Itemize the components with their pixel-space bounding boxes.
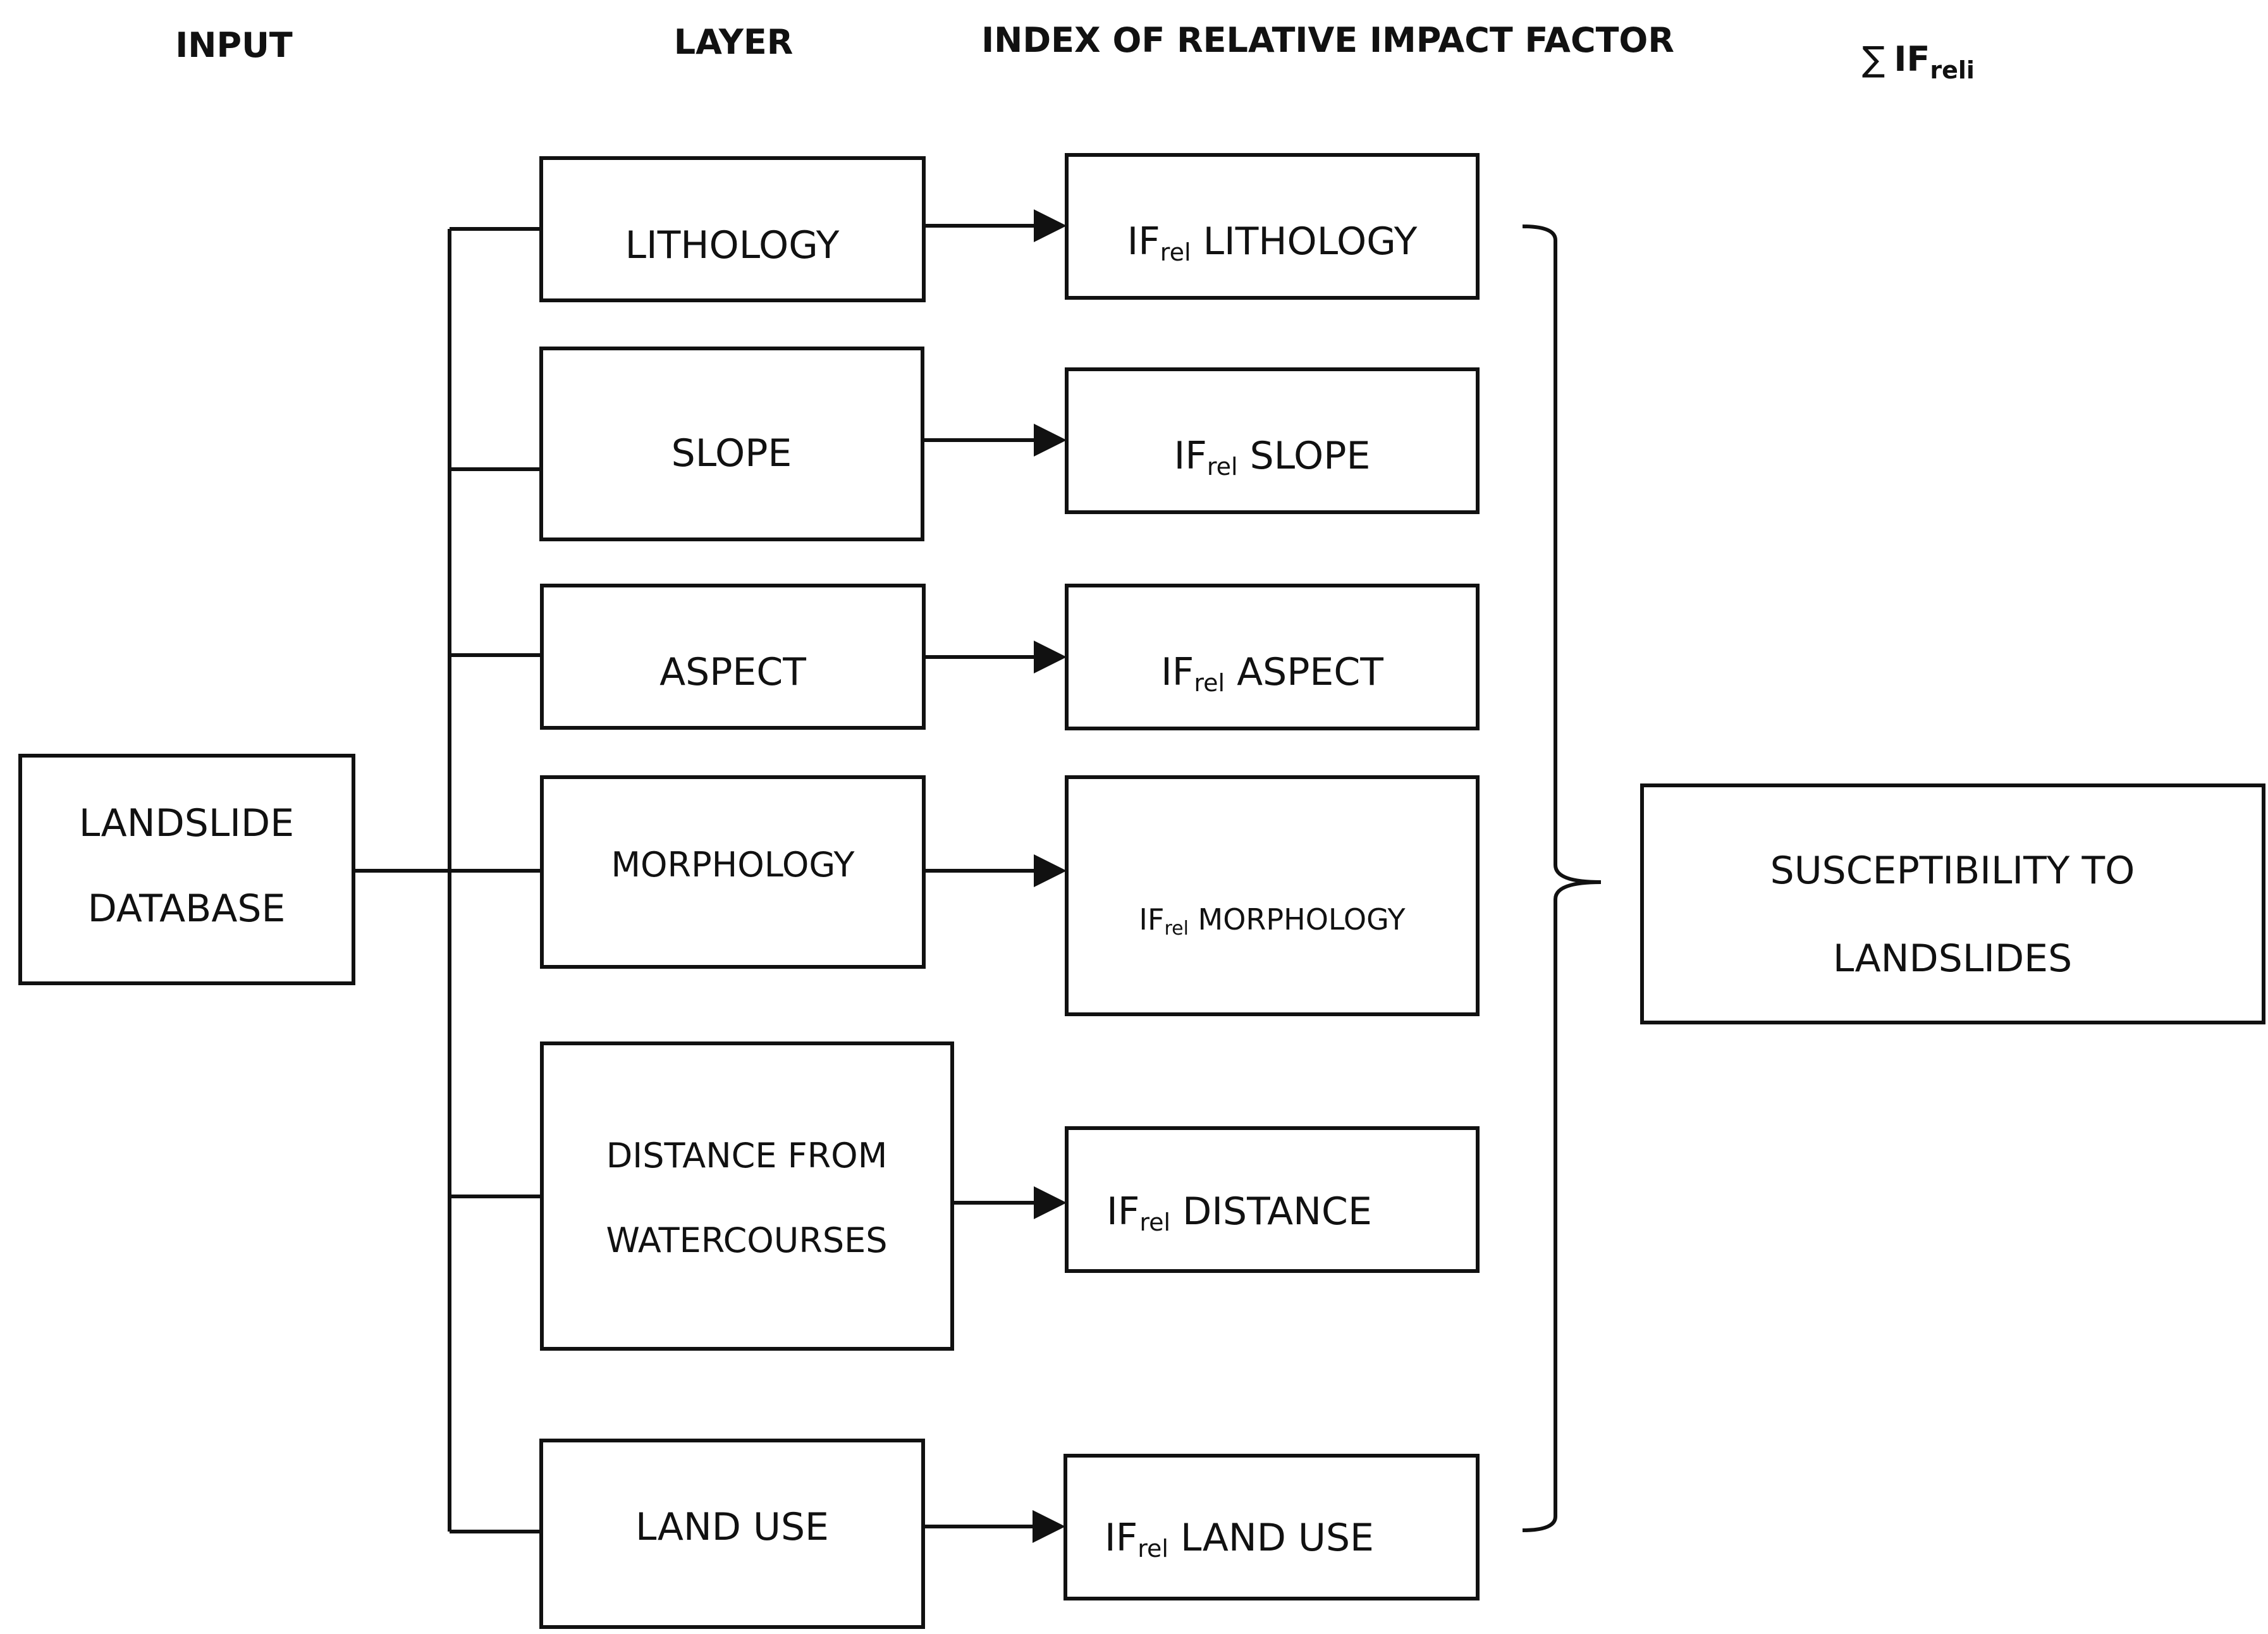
arrow-land-use: [923, 1510, 1065, 1543]
factor-box-land-use: [1064, 1454, 1480, 1600]
factor-box-lithology: [1065, 153, 1480, 300]
layer-label-distance-line1: DISTANCE FROM: [606, 1136, 888, 1176]
arrow-aspect: [924, 641, 1067, 673]
output-box-line2: LANDSLIDES: [1833, 937, 2072, 981]
factor-label-aspect: IFrel ASPECT: [1161, 650, 1383, 697]
header-index: INDEX OF RELATIVE IMPACT FACTOR: [981, 20, 1674, 60]
factor-box-aspect: [1065, 584, 1480, 730]
sum-subscript: reli: [1930, 56, 1975, 84]
header-layer: LAYER: [674, 22, 794, 62]
layer-label-morphology: MORPHOLOGY: [611, 845, 855, 885]
header-sum: ∑IFreli: [1862, 39, 1975, 84]
arrow-lithology: [924, 209, 1067, 242]
input-box-landslide-database: [18, 754, 355, 985]
arrow-distance: [952, 1186, 1067, 1219]
layer-label-land-use: LAND USE: [635, 1505, 829, 1549]
factor-box-morphology: [1065, 775, 1480, 1016]
input-box-line2: DATABASE: [88, 887, 286, 931]
factor-label-distance: IFrel DISTANCE: [1106, 1189, 1372, 1236]
input-box-line1: LANDSLIDE: [79, 801, 294, 845]
layer-box-distance: [540, 1041, 954, 1351]
sum-main: IF: [1894, 39, 1930, 79]
layer-box-lithology: [539, 156, 926, 302]
factor-label-lithology: IFrel LITHOLOGY: [1127, 219, 1418, 266]
layer-label-lithology: LITHOLOGY: [625, 223, 840, 267]
arrow-slope: [923, 424, 1067, 457]
factor-box-distance: [1065, 1126, 1480, 1273]
layer-label-slope: SLOPE: [671, 431, 792, 476]
layer-label-distance-line2: WATERCOURSES: [606, 1220, 887, 1260]
layer-box-land-use: [539, 1439, 925, 1629]
arrow-morphology: [924, 854, 1067, 887]
factor-box-slope: [1065, 367, 1480, 514]
factor-label-land-use: IFrel LAND USE: [1105, 1516, 1374, 1563]
layer-label-aspect: ASPECT: [659, 650, 806, 694]
factor-label-slope: IFrel SLOPE: [1174, 434, 1371, 481]
summation-bracket: [1522, 224, 1602, 1532]
output-box-line1: SUSCEPTIBILITY TO: [1770, 849, 2135, 893]
header-input: INPUT: [175, 25, 293, 65]
output-box-susceptibility: [1640, 783, 2265, 1024]
factor-label-morphology: IFrel MORPHOLOGY: [1139, 902, 1406, 940]
sum-symbol: ∑: [1862, 39, 1885, 79]
layer-box-slope: [539, 347, 924, 541]
